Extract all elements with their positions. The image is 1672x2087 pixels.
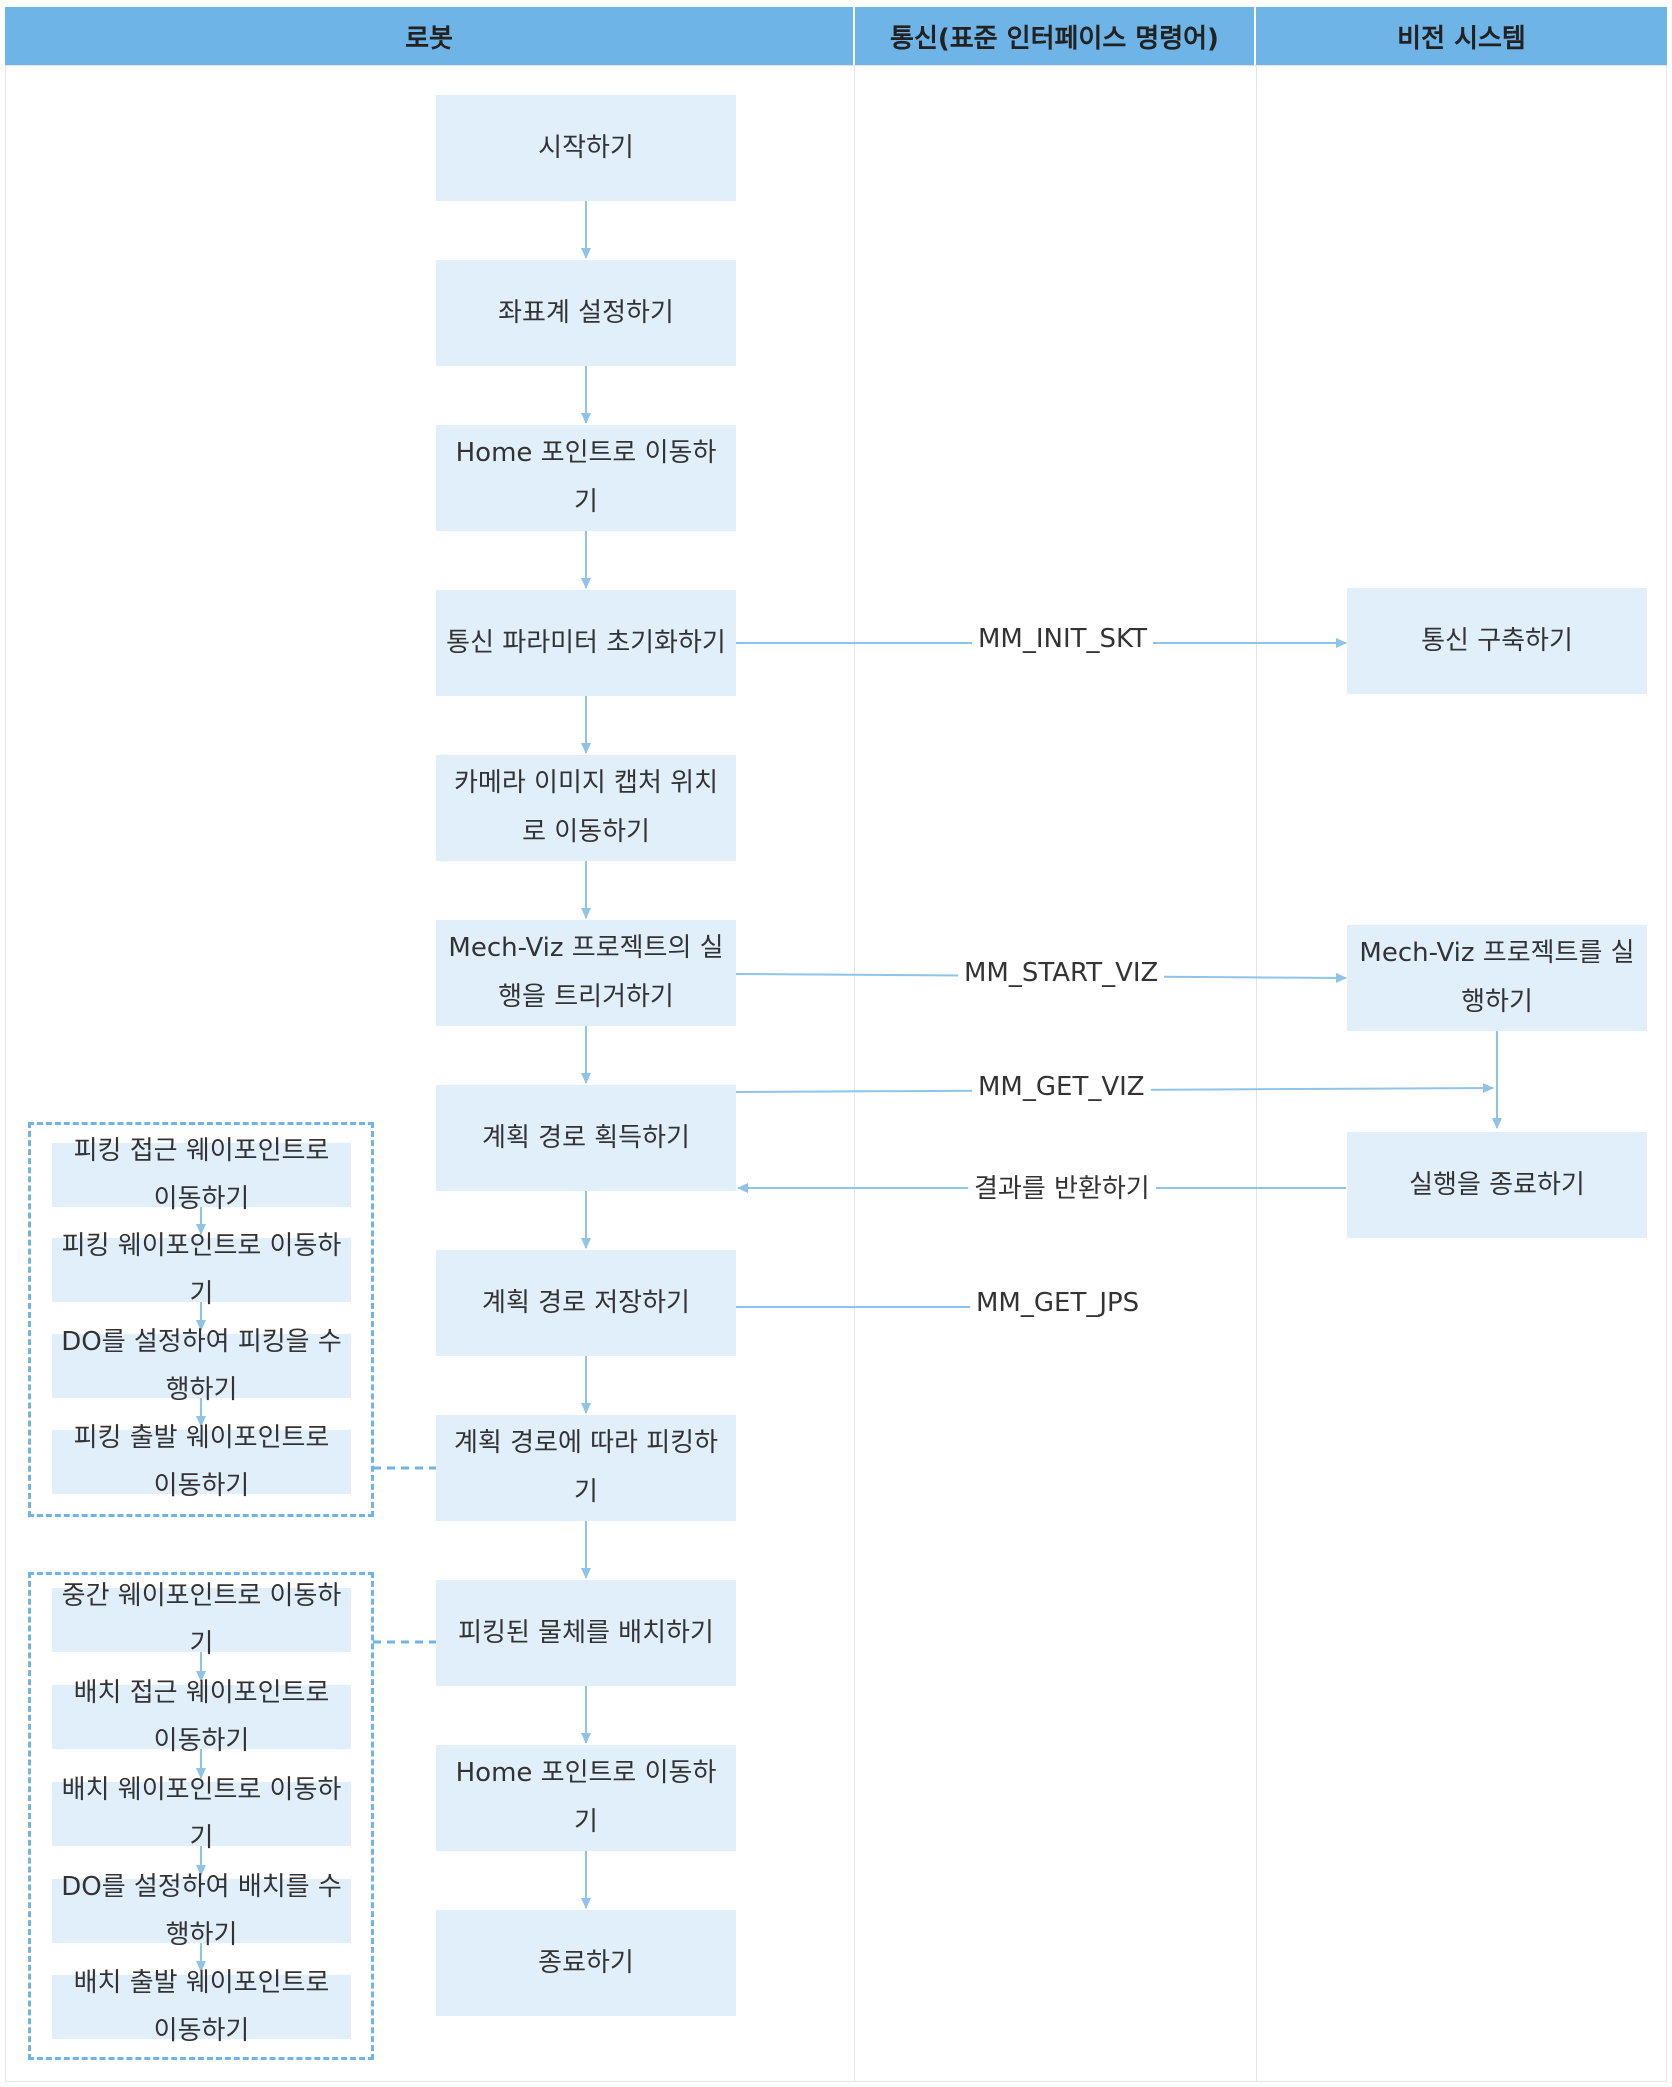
node-end: 종료하기 [436,1910,736,2016]
lane-header-communication: 통신(표준 인터페이스 명령어) [855,7,1254,65]
sub-place-set-do: DO를 설정하여 배치를 수행하기 [52,1872,351,1950]
sub-pick-set-do: DO를 설정하여 피킹을 수행하기 [52,1327,351,1405]
placing-subprocess-group [28,1572,374,2060]
label-return-result: 결과를 반환하기 [968,1168,1156,1205]
node-place-picked-object: 피킹된 물체를 배치하기 [436,1580,736,1686]
picking-subprocess-group [28,1122,374,1517]
sub-intermediate-waypoint: 중간 웨이포인트로 이동하기 [52,1581,351,1659]
lane-vision [1256,65,1667,2082]
label-mm-init-skt: MM_INIT_SKT [972,624,1153,654]
node-move-capture-position: 카메라 이미지 캡처 위치로 이동하기 [436,755,736,861]
node-trigger-mech-viz: Mech-Viz 프로젝트의 실행을 트리거하기 [436,920,736,1026]
lane-header-vision: 비전 시스템 [1256,7,1667,65]
label-mm-start-viz: MM_START_VIZ [958,958,1165,988]
node-get-planned-path: 계획 경로 획득하기 [436,1085,736,1191]
node-save-planned-path: 계획 경로 저장하기 [436,1250,736,1356]
node-init-comm-params: 통신 파라미터 초기화하기 [436,590,736,696]
node-move-home: Home 포인트로 이동하기 [436,425,736,531]
node-start: 시작하기 [436,95,736,201]
node-pick-along-path: 계획 경로에 따라 피킹하기 [436,1415,736,1521]
label-mm-get-jps: MM_GET_JPS [970,1288,1146,1318]
sub-place-waypoint: 배치 웨이포인트로 이동하기 [52,1775,351,1853]
node-finish-run: 실행을 종료하기 [1347,1132,1647,1238]
sub-pick-approach: 피킹 접근 웨이포인트로 이동하기 [52,1136,351,1214]
node-set-coordinate-system: 좌표계 설정하기 [436,260,736,366]
node-move-home-end: Home 포인트로 이동하기 [436,1745,736,1851]
sub-place-approach: 배치 접근 웨이포인트로 이동하기 [52,1678,351,1756]
sub-pick-waypoint: 피킹 웨이포인트로 이동하기 [52,1231,351,1309]
label-mm-get-viz: MM_GET_VIZ [972,1072,1151,1102]
node-establish-comm: 통신 구축하기 [1347,588,1647,694]
sub-place-depart: 배치 출발 웨이포인트로 이동하기 [52,1968,351,2046]
lane-header-robot: 로봇 [5,7,853,65]
node-run-mech-viz: Mech-Viz 프로젝트를 실행하기 [1347,925,1647,1031]
sub-pick-depart: 피킹 출발 웨이포인트로 이동하기 [52,1423,351,1501]
